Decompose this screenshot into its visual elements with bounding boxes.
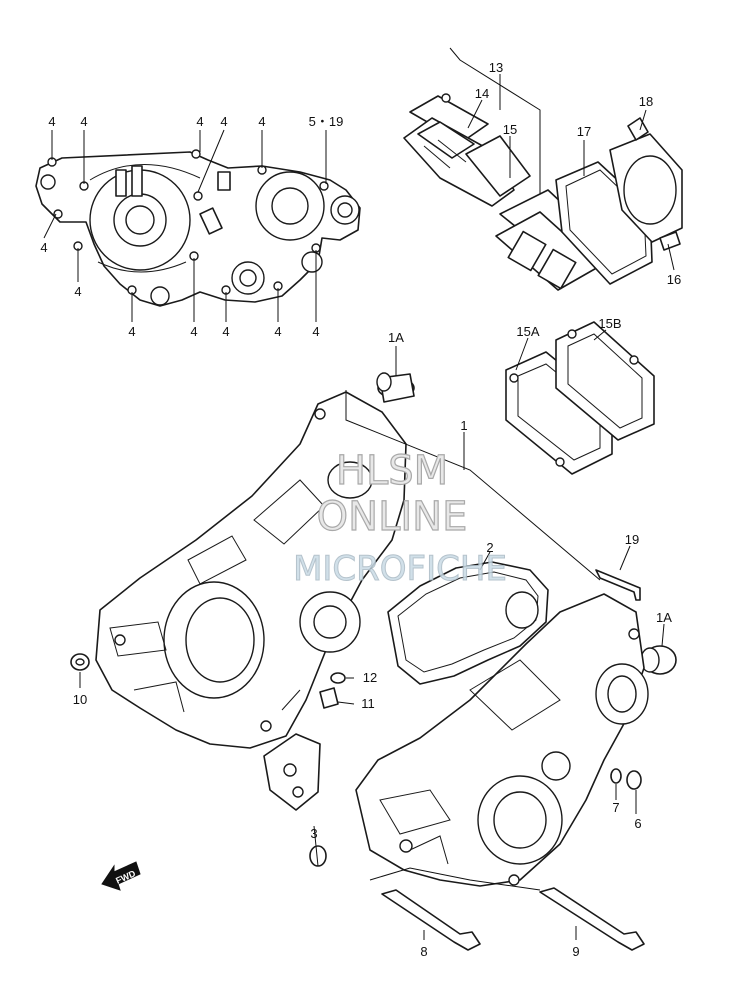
callout-10: 10 (73, 692, 87, 707)
callout-4: 4 (258, 114, 265, 129)
callout-4: 4 (190, 324, 197, 339)
dowel-bushings (376, 372, 677, 675)
callout-12: 12 (363, 670, 377, 685)
crankcase-right-half (355, 593, 649, 887)
callout-14: 14 (475, 86, 489, 101)
callout-2: 2 (486, 540, 493, 555)
crankcase-top-view (35, 149, 361, 307)
callout-4: 4 (312, 324, 319, 339)
callout-3: 3 (310, 826, 317, 841)
callout-13: 13 (489, 60, 503, 75)
callout-8: 8 (420, 944, 427, 959)
small-parts (70, 569, 645, 951)
callout-15: 15 (503, 122, 517, 137)
forward-arrow: FWD (101, 861, 141, 891)
callout-19: 19 (625, 532, 639, 547)
reed-gaskets (505, 321, 655, 475)
watermark-line-2: ONLINE (317, 494, 468, 540)
crankcase-gasket (387, 561, 549, 685)
callout-9: 9 (572, 944, 579, 959)
callout-labels: 4 4 4 4 4 5・19 4 4 4 4 4 4 4 13 14 15 17… (40, 60, 681, 959)
callout-15a: 15A (516, 324, 539, 339)
callout-1: 1 (460, 418, 467, 433)
forward-arrow-icon (101, 861, 141, 891)
watermark-line-3: MICROFICHE (293, 549, 507, 589)
watermark-line-1: HLSM (336, 448, 448, 494)
callout-4: 4 (220, 114, 227, 129)
callout-4: 4 (222, 324, 229, 339)
watermark: HLSM ONLINE MICROFICHE (293, 447, 508, 589)
crankcase-left-half (95, 391, 407, 749)
callout-4: 4 (40, 240, 47, 255)
callout-4: 4 (196, 114, 203, 129)
callout-1a: 1A (656, 610, 672, 625)
callout-11: 11 (361, 696, 375, 711)
callout-6: 6 (634, 816, 641, 831)
callout-17: 17 (577, 124, 591, 139)
callout-1a: 1A (388, 330, 404, 345)
reed-valve-assembly (403, 93, 683, 291)
callout-7: 7 (612, 800, 619, 815)
callout-16: 16 (667, 272, 681, 287)
callout-4: 4 (274, 324, 281, 339)
callout-4: 4 (128, 324, 135, 339)
callout-5-19: 5・19 (309, 114, 344, 129)
leader-lines (43, 47, 675, 940)
callout-4: 4 (74, 284, 81, 299)
callout-18: 18 (639, 94, 653, 109)
callout-4: 4 (48, 114, 55, 129)
callout-15b: 15B (598, 316, 621, 331)
callout-4: 4 (80, 114, 87, 129)
